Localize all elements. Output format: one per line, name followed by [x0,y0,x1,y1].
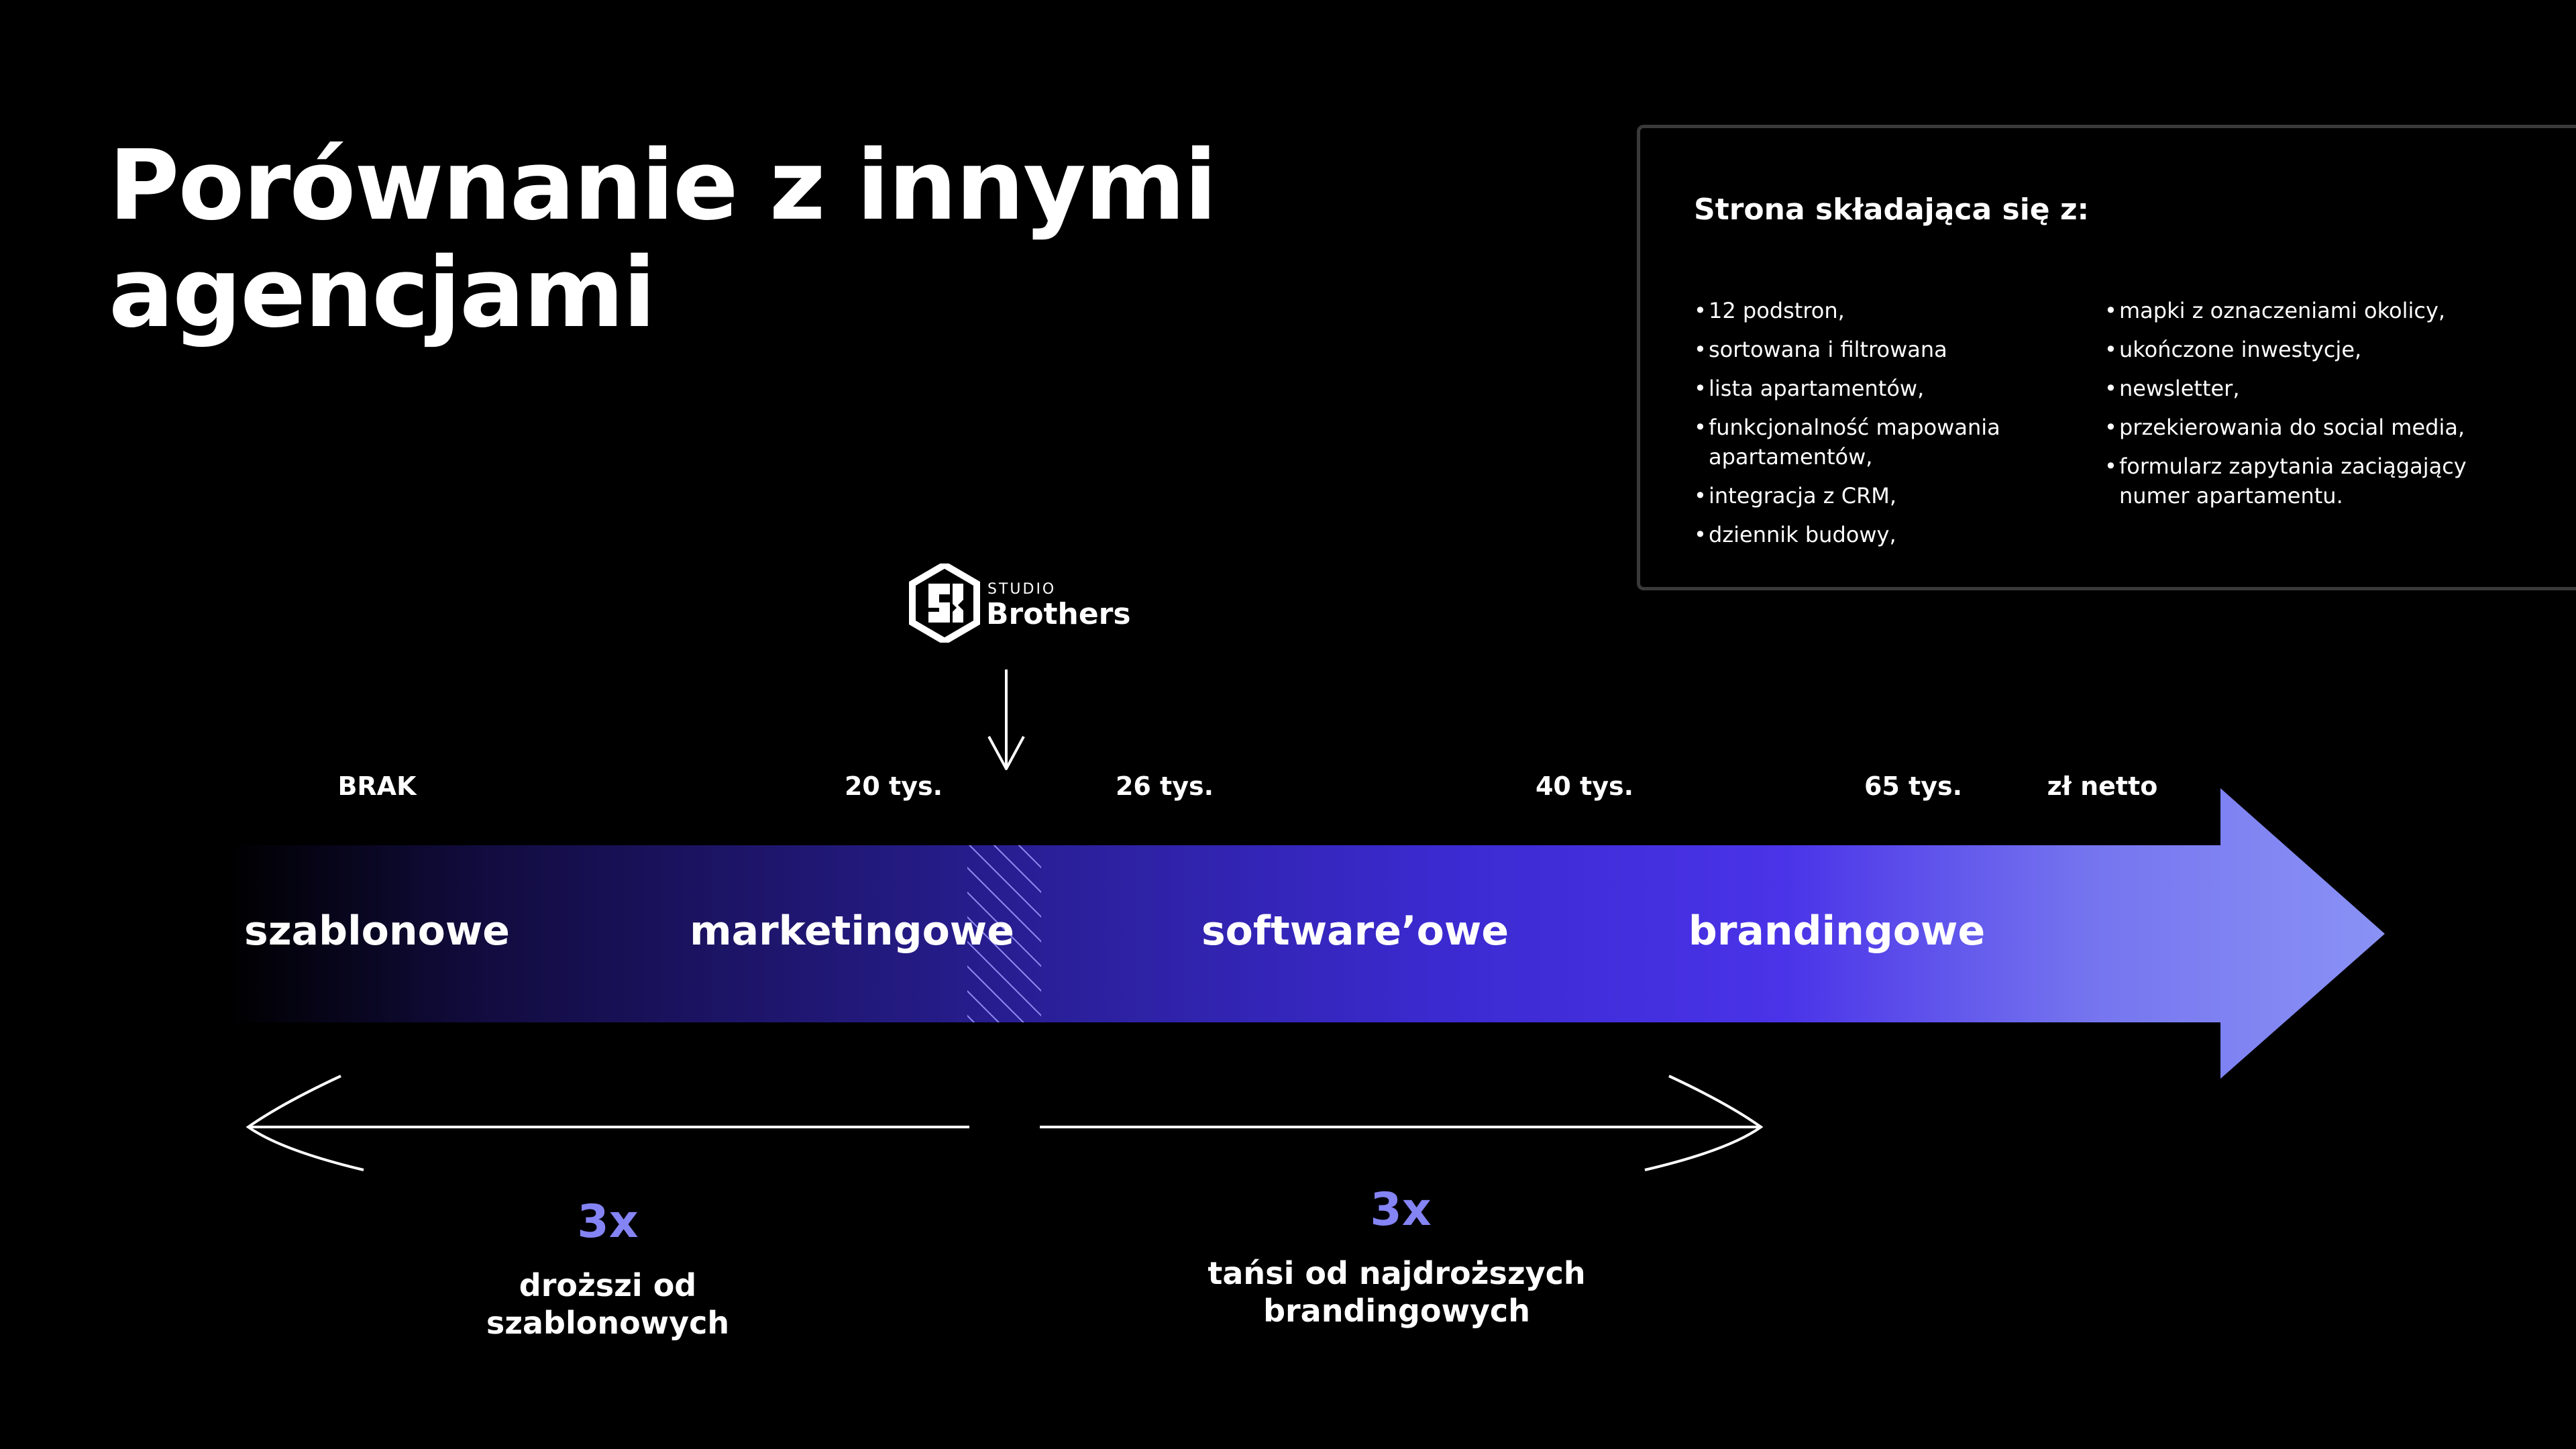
price-label-26: 26 tys. [1115,771,1214,801]
right-stat-value: 3x [1370,1183,1432,1236]
studio-brothers-logo: STUDIO Brothers [907,564,1131,644]
feature-item: integracja z CRM, [1694,481,2070,511]
feature-item: mapki z oznaczeniami okolicy, [2104,296,2534,325]
page-title: Porównanie z innymi agencjami [109,131,1249,346]
price-label-65: 65 tys. [1864,771,1963,801]
logo-brothers-text: Brothers [986,597,1131,631]
page-title-line-2: agencjami [109,236,656,349]
studio-brothers-position-marker [967,845,1041,1022]
category-softwareowe: software’owe [1201,908,1509,955]
price-label-20: 20 tys. [844,771,943,801]
left-stat-value: 3x [577,1195,639,1248]
feature-item: 12 podstron, [1694,296,2070,325]
left-stat-label-line-2: szablonowych [486,1305,730,1341]
feature-item: ukończone inwestycje, [2104,335,2534,364]
price-arrow-band [228,788,2385,1079]
feature-item: formularz zapytania zaciągający numer ap… [2104,451,2495,511]
features-box: Strona składająca się z: 12 podstron, so… [1637,125,2576,590]
right-stat-label-line-2: brandingowych [1263,1293,1530,1329]
left-range-arrow-head-icon [246,1075,364,1171]
price-label-brak: BRAK [337,771,417,801]
feature-item: newsletter, [2104,374,2534,403]
category-marketingowe: marketingowe [690,908,1014,955]
category-brandingowe: brandingowe [1688,908,1986,955]
category-szablonowe: szablonowe [244,908,510,955]
right-stat-label: tańsi od najdroższych brandingowych [1162,1254,1631,1330]
price-unit-label: zł netto [2047,771,2158,801]
left-stat-label: droższi od szablonowych [373,1267,843,1342]
feature-item: lista apartamentów, [1694,374,2070,403]
features-heading: Strona składająca się z: [1694,193,2090,227]
feature-item: dziennik budowy, [1694,520,2070,549]
price-label-40: 40 tys. [1535,771,1634,801]
right-range-arrow-head-icon [1644,1075,1764,1171]
logo-pointer-arrow-head-icon [987,736,1025,770]
features-list-right: mapki z oznaczeniami okolicy, ukończone … [2104,296,2534,520]
logo-studio-text: STUDIO [987,581,1057,598]
feature-item: sortowana i filtrowana [1694,335,2070,364]
left-stat-label-line-1: droższi od [519,1267,697,1303]
features-list-left: 12 podstron, sortowana i filtrowana list… [1694,296,2070,559]
page-title-line-1: Porównanie z innymi [109,129,1217,241]
feature-item: przekierowania do social media, [2104,413,2534,442]
feature-item: funkcjonalność mapowania apartamentów, [1694,413,2044,472]
logo-mark-icon [909,564,980,643]
right-stat-label-line-1: tańsi od najdroższych [1208,1255,1586,1291]
